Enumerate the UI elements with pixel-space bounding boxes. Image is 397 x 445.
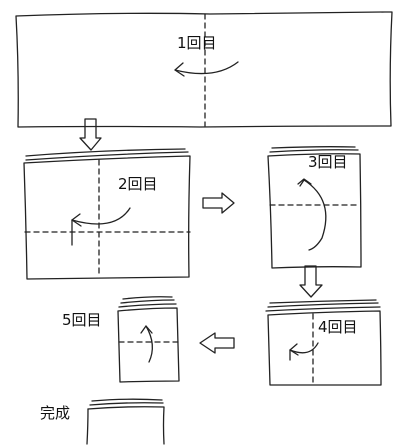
fold1-curve-arrow (175, 62, 238, 76)
done-label: 完成 (40, 404, 71, 422)
paper-completed (87, 399, 164, 444)
paper-strip (16, 12, 392, 127)
paper-folded-2 (268, 147, 361, 268)
paper-folded-1 (24, 149, 190, 279)
step1-label: 1回目 (177, 34, 217, 52)
step4-label: 4回目 (318, 318, 358, 336)
down-arrow-icon (300, 266, 322, 297)
left-arrow-icon (200, 333, 234, 353)
fold2-curve-arrow (72, 208, 130, 245)
right-arrow-icon (203, 193, 234, 213)
fold4-curve-arrow (290, 343, 318, 360)
step3-label: 3回目 (308, 153, 348, 171)
step5-label: 5回目 (62, 311, 102, 329)
fold5-curve-arrow (141, 326, 152, 362)
down-arrow-icon (80, 119, 101, 150)
step2-label: 2回目 (118, 175, 158, 193)
paper-folded-4 (118, 297, 179, 382)
paper-folded-3 (266, 300, 381, 385)
fold3-curve-arrow (298, 179, 326, 250)
